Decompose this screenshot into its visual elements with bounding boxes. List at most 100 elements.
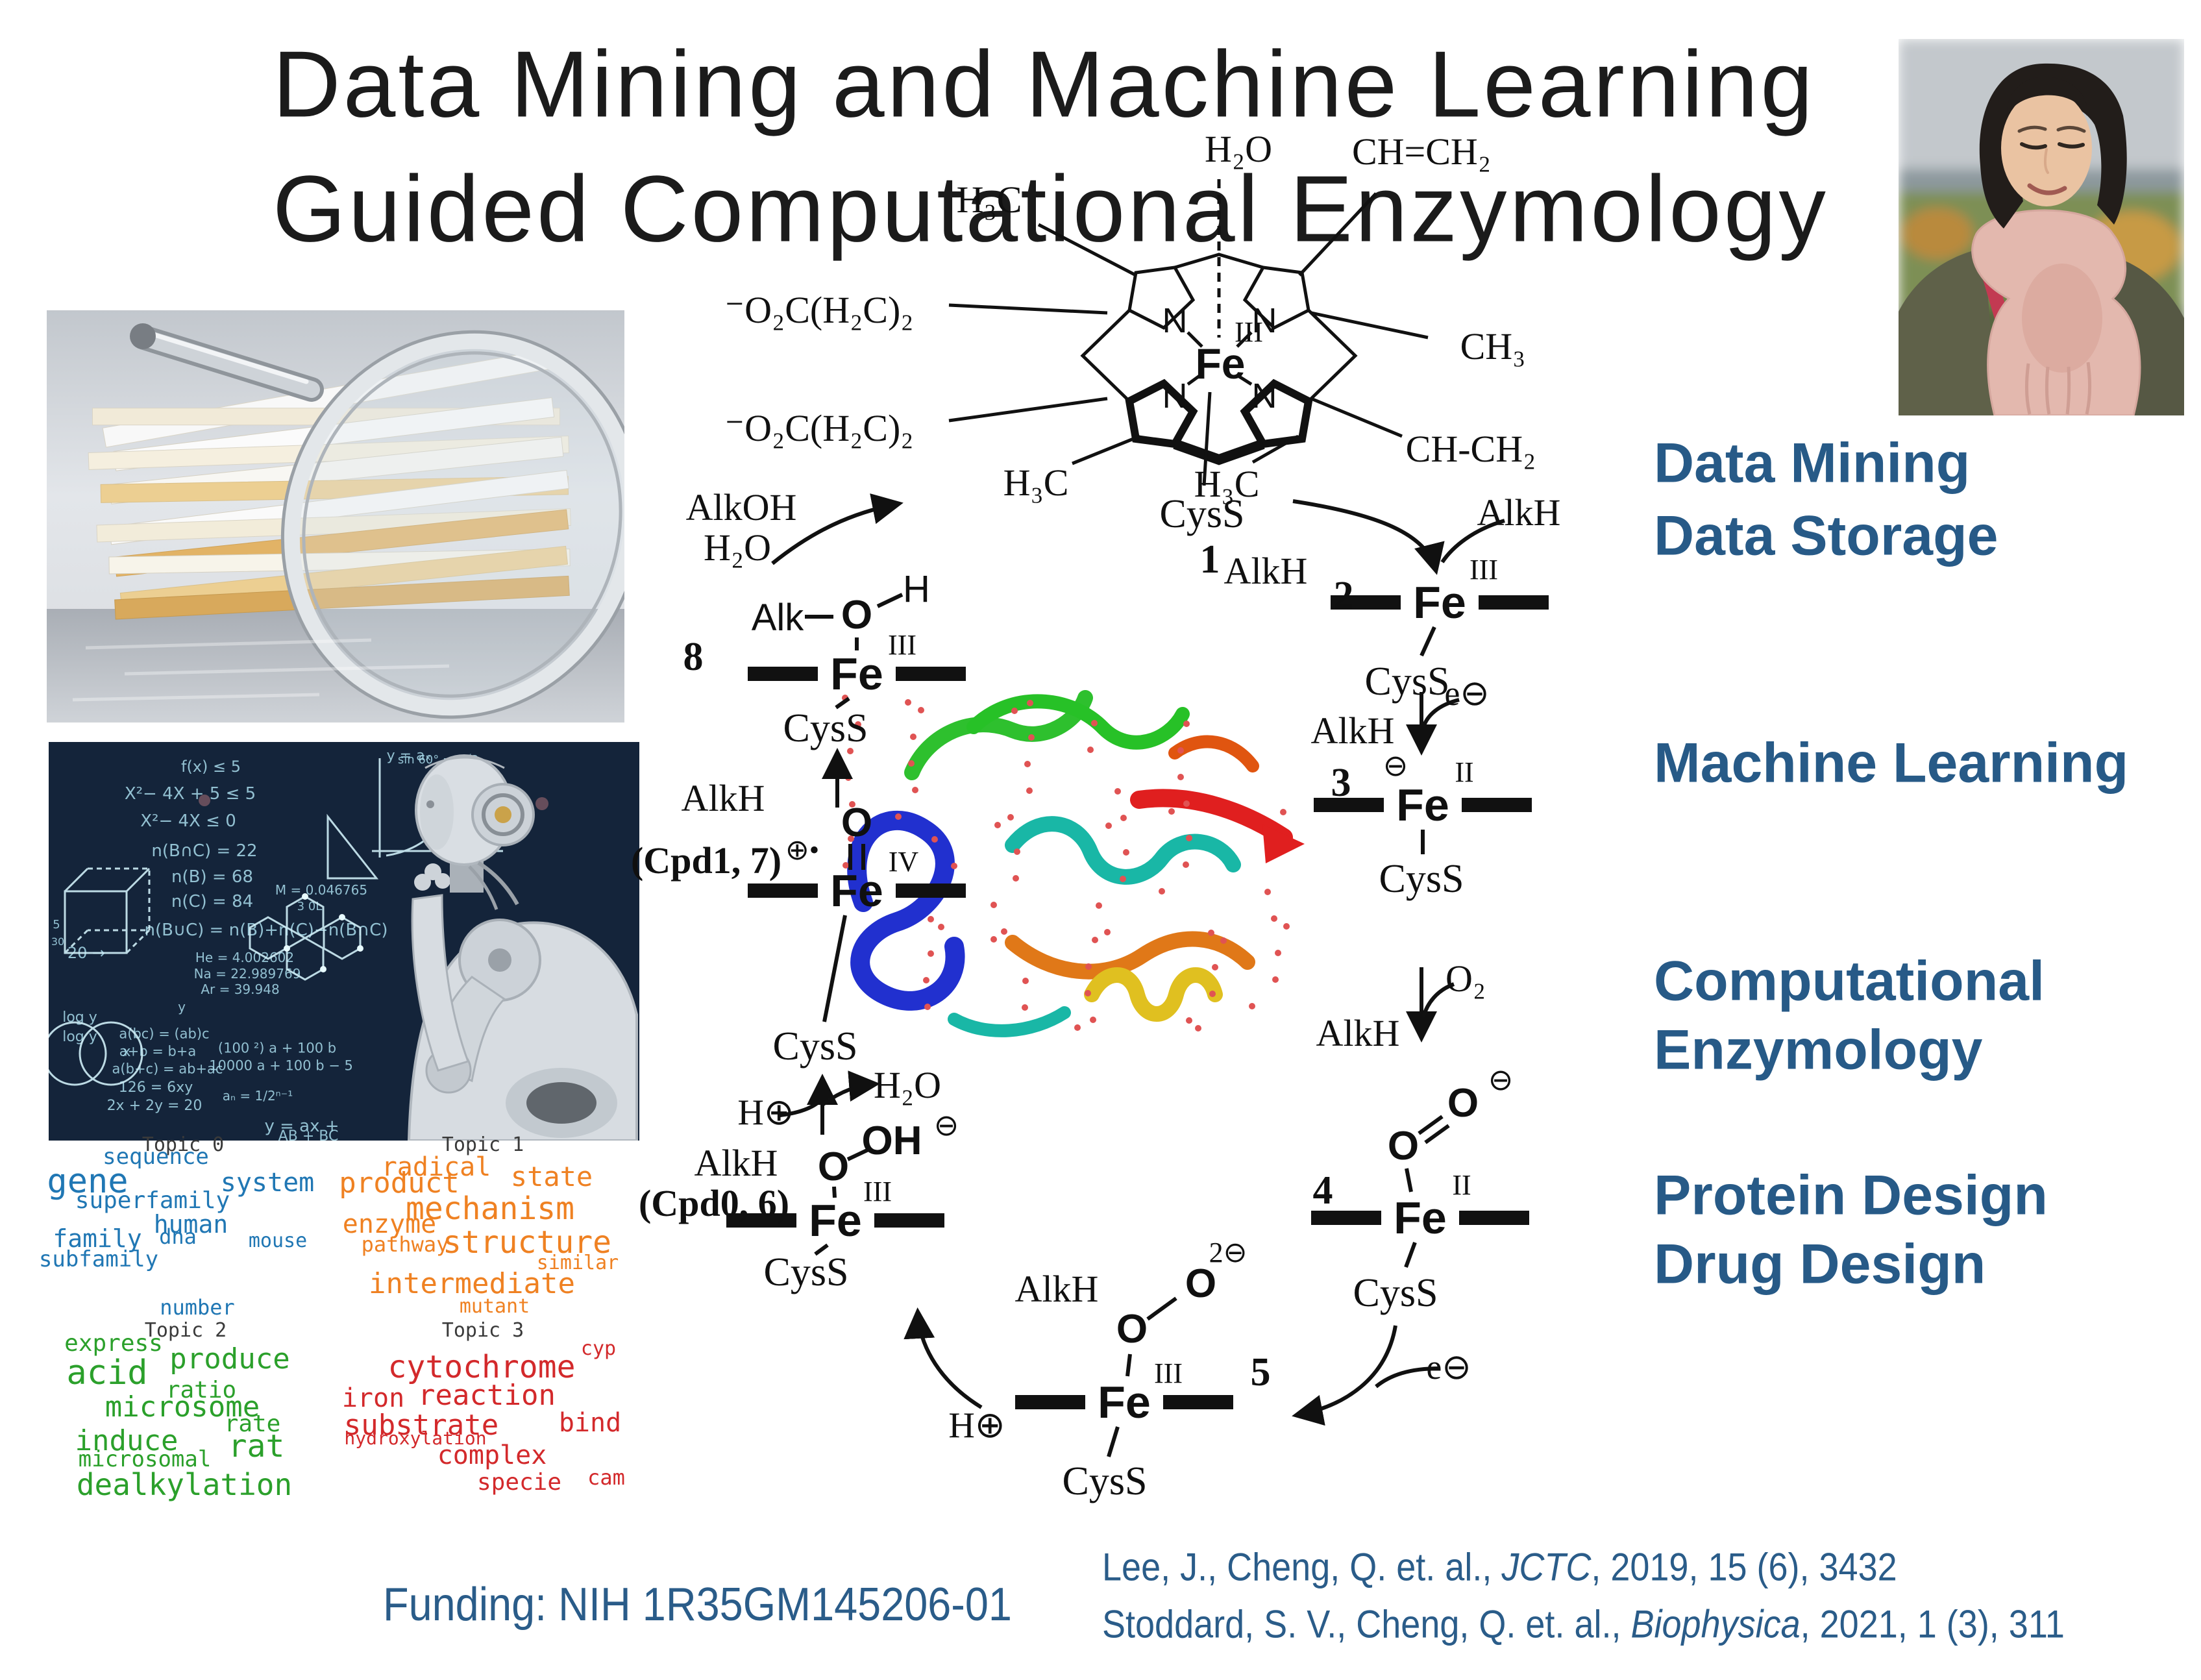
chem-label: CysS xyxy=(783,706,868,750)
chem-label: 4 xyxy=(1312,1168,1333,1213)
portrait-photo xyxy=(1899,39,2184,415)
wordcloud-word: rate xyxy=(224,1411,281,1437)
board-formula: a+b = b+a xyxy=(119,1043,197,1059)
wordcloud-word: human xyxy=(153,1210,228,1239)
chem-label: III xyxy=(863,1176,892,1207)
chem-label: AlkH xyxy=(681,777,765,819)
wordcloud-title: Topic 2 xyxy=(144,1319,227,1342)
water-dot xyxy=(924,1004,931,1010)
slide-title-line2: Guided Computational Enzymology xyxy=(273,156,1828,262)
chem-label: O xyxy=(817,1144,850,1189)
chem-label: 3 xyxy=(1331,761,1351,805)
water-dot xyxy=(1177,774,1184,780)
chem-label: III xyxy=(888,629,916,661)
wordcloud-word: sequence xyxy=(103,1144,209,1170)
robot-graphic xyxy=(49,754,638,1141)
funding-text: Funding: NIH 1R35GM145206-01 xyxy=(383,1579,1012,1631)
chem-label: 2 xyxy=(1333,574,1354,618)
board-formula: y xyxy=(178,999,186,1015)
stage-label: Data Mining xyxy=(1654,432,1971,495)
water-dot xyxy=(1026,787,1033,794)
chem-label: H₂O xyxy=(1205,128,1272,170)
wordcloud-word: reaction xyxy=(418,1379,556,1412)
water-dot xyxy=(1195,1025,1201,1031)
water-dot xyxy=(1028,734,1035,741)
chem-label: 8 xyxy=(683,635,704,679)
wordcloud-word: acid xyxy=(66,1353,148,1392)
board-formula: AB + BC xyxy=(278,1128,339,1141)
chem-label: CysS xyxy=(1062,1459,1148,1503)
water-dot xyxy=(895,813,902,820)
chem-label: ⁻O₂C(H₂C)₂ xyxy=(724,407,914,449)
chem-label: AlkOH xyxy=(685,486,797,528)
protein-ribbon-render xyxy=(842,690,1305,1037)
chem-label: H₂O xyxy=(704,526,771,569)
papers-photo-graphic xyxy=(47,310,624,723)
chem-label: ⊕• xyxy=(785,834,820,866)
water-dot xyxy=(1208,930,1214,936)
chem-label: AlkH xyxy=(1310,710,1395,752)
wordcloud-word: rat xyxy=(228,1428,285,1464)
robot-figure xyxy=(407,754,638,1141)
chem-label: Fe xyxy=(1195,340,1246,388)
board-formula: y = aₓ xyxy=(386,748,432,764)
water-dot xyxy=(1104,929,1111,935)
water-dot xyxy=(918,707,924,713)
wordcloud-word: superfamily xyxy=(75,1187,230,1214)
board-formula: 5 xyxy=(53,918,60,932)
chem-label: H⊕ xyxy=(737,1093,794,1133)
water-dot xyxy=(951,863,957,869)
water-dot xyxy=(1027,700,1033,706)
chem-label: O₂ xyxy=(1445,957,1486,1000)
citation-line-1: Lee, J., Cheng, Q. et. al., JCTC, 2019, … xyxy=(1102,1545,1897,1589)
chem-label: H₂O xyxy=(874,1064,941,1106)
fe-complex-bars xyxy=(726,595,1549,1409)
chem-label: Fe xyxy=(830,865,883,916)
water-dot xyxy=(1212,964,1218,970)
chem-label: CH-CH₂ xyxy=(1405,428,1536,470)
wordcloud-title: Topic 1 xyxy=(441,1133,524,1156)
wordcloud-word: produce xyxy=(169,1342,290,1376)
wordcloud-word: mechanism xyxy=(405,1191,575,1227)
wordcloud-word: dealkylation xyxy=(76,1467,293,1502)
slide-title-line1: Data Mining and Machine Learning xyxy=(273,31,1815,137)
fe-complex-bonds xyxy=(805,593,1450,1457)
water-dot xyxy=(928,950,934,957)
chem-label: O xyxy=(841,593,873,637)
water-dot xyxy=(1024,761,1031,767)
wordcloud-word: state xyxy=(510,1161,593,1192)
chem-label: N xyxy=(1162,301,1188,340)
water-dot xyxy=(1209,991,1216,997)
water-dot xyxy=(910,734,916,740)
board-formula: log y xyxy=(62,1029,97,1045)
chem-label: O xyxy=(1447,1081,1479,1126)
wordcloud-word: microsomal xyxy=(78,1446,212,1472)
water-dot xyxy=(1114,788,1121,795)
water-dot xyxy=(905,699,911,706)
water-dot xyxy=(1096,902,1102,909)
chem-label: H₃C xyxy=(1194,463,1260,505)
chem-label: (Cpd1, 7) xyxy=(630,839,782,882)
water-dot xyxy=(1272,976,1279,983)
wordcloud-word: system xyxy=(220,1168,315,1198)
board-formula: a(bc) = (ab)c xyxy=(119,1026,210,1042)
wordcloud-word: induce xyxy=(75,1424,178,1457)
wordcloud-word: pathway xyxy=(361,1232,449,1257)
chem-label: CysS xyxy=(763,1250,849,1294)
water-dot xyxy=(1007,814,1014,821)
wordcloud-word: mutant xyxy=(459,1295,530,1318)
wordcloud-word: family xyxy=(53,1224,142,1253)
water-dot xyxy=(908,760,915,767)
board-formula: 126 = 6xy xyxy=(118,1080,193,1096)
water-dot xyxy=(1022,978,1029,984)
board-formula: aₙ = 1/2ⁿ⁻¹ xyxy=(222,1088,293,1104)
chem-label: CH₃ xyxy=(1460,325,1526,367)
stage-label: Machine Learning xyxy=(1654,732,2129,795)
water-dot xyxy=(938,924,944,930)
board-formula: X²− 4X + 5 ≤ 5 xyxy=(124,784,256,804)
chem-label: AlkH xyxy=(1014,1268,1099,1310)
water-dot xyxy=(912,787,918,793)
board-formula: M = 0.046765 xyxy=(275,882,368,898)
